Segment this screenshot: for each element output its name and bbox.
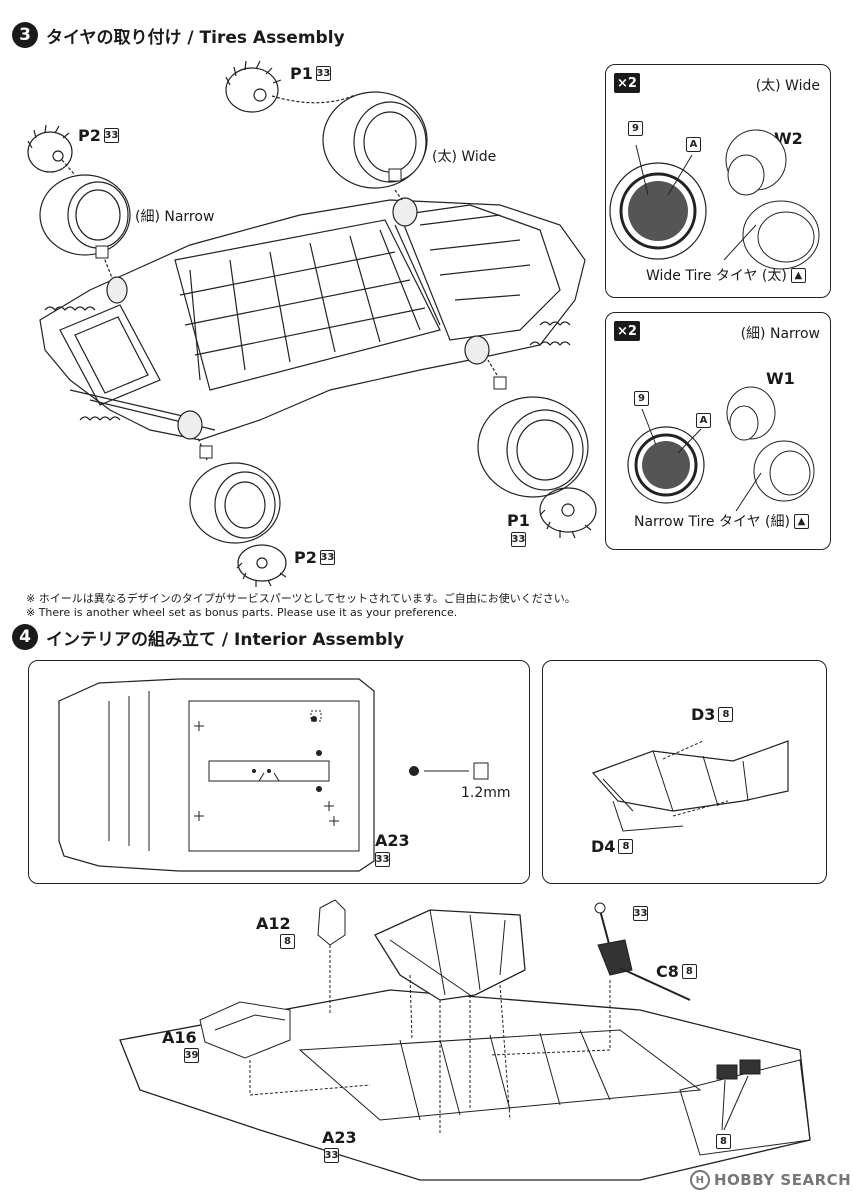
floor-pan-panel: 1.2mm A23 33	[28, 660, 530, 884]
a23-bottom-number: 33	[324, 1148, 339, 1163]
tire-label-text: Narrow Tire タイヤ (細)	[634, 514, 790, 530]
part-name: P1	[290, 64, 313, 83]
marker-a: A	[686, 137, 701, 152]
tire-top-left	[39, 174, 131, 256]
part-name: D4	[591, 837, 616, 856]
wheel-hubs	[106, 197, 490, 440]
tire-bottom-left	[189, 462, 281, 544]
a12-number: 8	[280, 934, 295, 949]
part-name: A16	[162, 1028, 197, 1047]
tire-top-right	[322, 91, 428, 189]
label-wide-main: (太) Wide	[432, 149, 497, 165]
part-number: 8	[618, 839, 634, 854]
step3-header: 3 タイヤの取り付け / Tires Assembly	[12, 22, 345, 48]
marker-a: A	[696, 413, 711, 428]
chassis-illustration	[27, 60, 597, 587]
part-number: 33	[375, 852, 390, 867]
tire-glue-icon: ▲	[793, 513, 809, 529]
part-name: D3	[691, 705, 716, 724]
a16-number: 39	[184, 1048, 199, 1063]
label-d4: D4 8	[591, 837, 634, 856]
part-number: 33	[319, 550, 335, 565]
narrow-tire-drawing	[627, 386, 815, 512]
roll-cage-panel: D3 8 D4 8	[542, 660, 827, 884]
coil-springs	[44, 306, 571, 421]
hubcap-p2-top	[27, 124, 73, 173]
interior-assembly-drawing	[119, 899, 811, 1181]
step4-number: 4	[12, 624, 38, 650]
part-number: 33	[315, 66, 331, 81]
hubcap-p1-bottom	[539, 487, 597, 539]
label-p1-bottom: P1 33	[507, 511, 530, 547]
hubcap-p1-top	[225, 60, 282, 113]
label-d3: D3 8	[691, 705, 734, 724]
wide-tire-panel: ×2 (太) Wide 9 A W2 Wide Tire タイヤ (太) ▲	[605, 64, 831, 298]
step3-number: 3	[12, 22, 38, 48]
label-a23-box: A23 33	[375, 831, 410, 867]
panel-title: (太) Wide	[755, 78, 820, 94]
part-w1: W1	[766, 369, 795, 388]
drill-size: 1.2mm	[461, 785, 511, 801]
tire-bottom-right	[477, 396, 589, 498]
wheel-number: 9	[628, 121, 643, 136]
label-p2-bottom: P2 33	[294, 548, 335, 567]
wide-tire-drawing	[609, 129, 820, 270]
label-p2-top: P2 33	[78, 126, 119, 145]
watermark-text: HOBBY SEARCH	[714, 1171, 852, 1189]
step4-title: インテリアの組み立て / Interior Assembly	[46, 629, 405, 650]
chassis-frame	[39, 199, 586, 441]
label-a16: A16	[162, 1028, 197, 1047]
floor-pan-drawing	[58, 678, 489, 872]
step4-header: 4 インテリアの組み立て / Interior Assembly	[12, 624, 404, 650]
hobby-search-logo-icon: H	[690, 1170, 710, 1190]
step3-title: タイヤの取り付け / Tires Assembly	[46, 27, 345, 48]
qty-badge: ×2	[614, 321, 640, 341]
part-number: 33	[510, 532, 526, 547]
narrow-tire-panel: ×2 (細) Narrow 9 A W1 Narrow Tire タイヤ (細)…	[605, 312, 831, 550]
part-name: A12	[256, 914, 291, 933]
c8-top-number: 33	[633, 906, 648, 921]
part-name: P2	[294, 548, 317, 567]
label-narrow-main: (細) Narrow	[135, 209, 215, 225]
part-name: C8	[656, 962, 679, 981]
label-a12: A12	[256, 914, 291, 933]
note-jp: ※ ホイールは異なるデザインのタイプがサービスパーツとしてセットされています。ご…	[26, 592, 576, 605]
pads-number: 8	[716, 1134, 731, 1149]
label-a23-bottom: A23	[322, 1128, 357, 1147]
wheel-number: 9	[634, 391, 649, 406]
narrow-tire-label: Narrow Tire タイヤ (細) ▲	[634, 511, 809, 531]
part-name: P1	[507, 511, 530, 530]
label-p1-top: P1 33	[290, 64, 331, 83]
part-name: A23	[322, 1128, 357, 1147]
wide-tire-label: Wide Tire タイヤ (太) ▲	[646, 265, 806, 285]
roll-cage-drawing	[591, 740, 789, 832]
part-number: 33	[103, 128, 119, 143]
part-name: P2	[78, 126, 101, 145]
part-name: A23	[375, 831, 410, 850]
panel-title: (細) Narrow	[740, 326, 820, 342]
label-c8: C8 8	[656, 962, 697, 981]
part-number: 8	[718, 707, 734, 722]
tire-glue-icon: ▲	[790, 267, 806, 283]
watermark: H HOBBY SEARCH	[690, 1170, 851, 1190]
note-en: ※ There is another wheel set as bonus pa…	[26, 606, 458, 619]
tire-marker-icons	[95, 168, 507, 459]
qty-badge: ×2	[614, 73, 640, 93]
hubcap-p2-bottom	[236, 544, 287, 587]
tire-label-text: Wide Tire タイヤ (太)	[646, 268, 787, 284]
part-number: 8	[681, 964, 697, 979]
